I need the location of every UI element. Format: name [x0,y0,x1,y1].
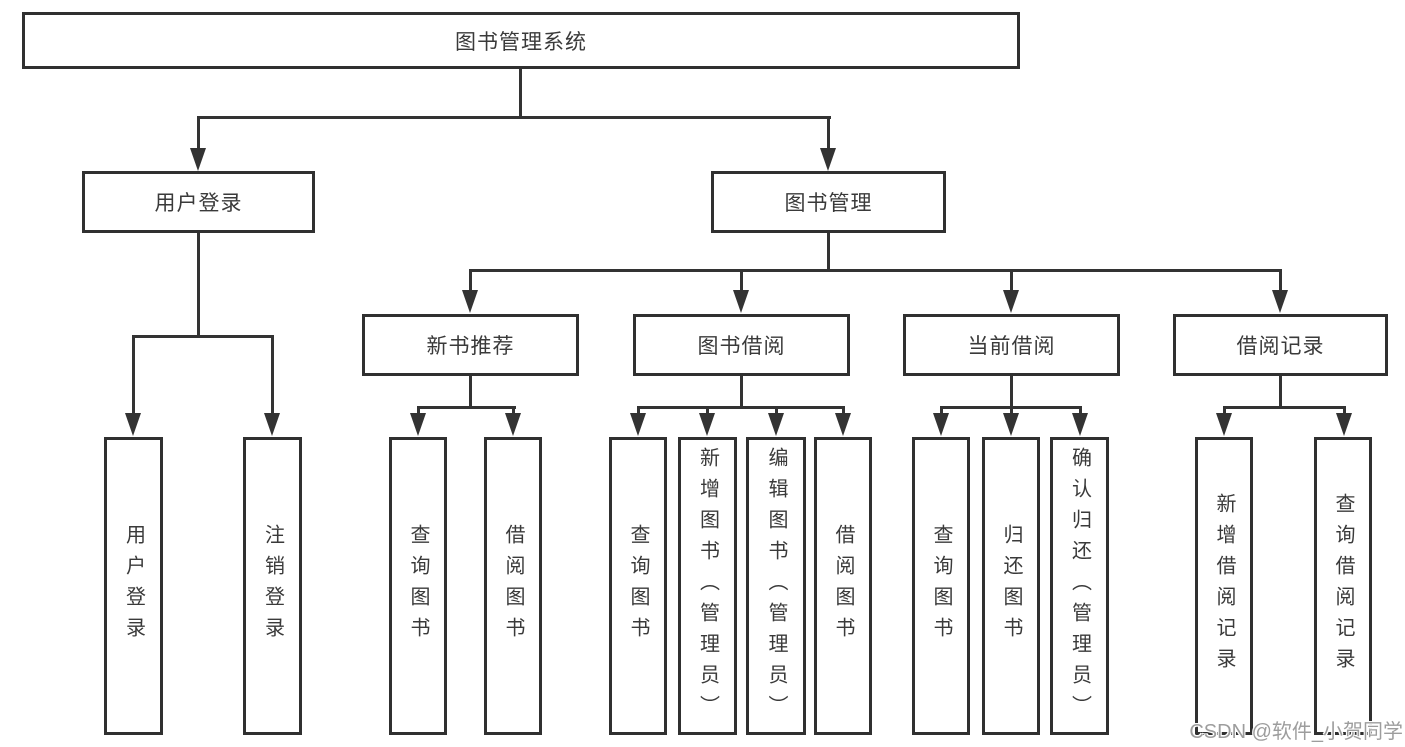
arrowhead-down-icon [1216,413,1232,436]
leaf-add-borrow-record: 新增借阅记录 [1195,437,1253,735]
connector-arrow-shaft [469,269,472,292]
connector-rail [417,406,516,409]
leaf-query-borrow-record: 查询借阅记录 [1314,437,1372,735]
connector-arrow-shaft [1010,406,1013,415]
connector-arrow-shaft [512,406,515,415]
node-label: 查询图书 [407,524,429,648]
connector-stem [827,232,830,272]
arrowhead-down-icon [768,413,784,436]
connector-rail [469,269,1282,272]
node-book-borrowing: 图书借阅 [633,314,850,376]
arrowhead-down-icon [630,413,646,436]
leaf-borrow-books-1: 借阅图书 [484,437,542,735]
connector-arrow-shaft [1223,406,1226,415]
node-book-management-branch: 图书管理 [711,171,946,233]
connector-arrow-shaft [271,335,274,415]
node-new-book-recommendation: 新书推荐 [362,314,579,376]
node-user-login-branch: 用户登录 [82,171,315,233]
node-label: 查询图书 [627,524,649,648]
arrowhead-down-icon [1336,413,1352,436]
node-current-borrowing: 当前借阅 [903,314,1120,376]
arrowhead-down-icon [125,413,141,436]
connector-arrow-shaft [197,116,200,150]
node-label: 图书借阅 [697,335,786,358]
connector-arrow-shaft [132,335,135,415]
connector-arrow-shaft [1010,269,1013,292]
connector-stem [1279,375,1282,409]
node-label: 新增图书（管理员） [696,446,719,726]
arrowhead-down-icon [1003,413,1019,436]
node-label: 注销登录 [261,524,284,648]
node-label: 归还图书 [1000,524,1022,648]
leaf-query-books-2: 查询图书 [609,437,667,735]
leaf-query-books-3: 查询图书 [912,437,970,735]
node-label: 借阅图书 [832,524,854,648]
connector-stem [469,375,472,409]
node-label: 图书管理 [784,192,873,215]
node-label: 查询图书 [930,524,952,648]
connector-arrow-shaft [775,406,778,415]
connector-arrow-shaft [827,116,830,150]
leaf-query-books-1: 查询图书 [389,437,447,735]
node-label: 借阅图书 [502,524,524,648]
node-label: 当前借阅 [967,335,1056,358]
arrowhead-down-icon [1003,290,1019,313]
connector-arrow-shaft [1079,406,1082,415]
leaf-add-books-admin: 新增图书（管理员） [678,437,737,735]
leaf-logout: 注销登录 [243,437,302,735]
connector-stem [519,68,522,119]
connector-rail [637,406,845,409]
node-library-management-system: 图书管理系统 [22,12,1020,69]
connector-arrow-shaft [417,406,420,415]
node-label: 用户登录 [154,192,243,215]
connector-arrow-shaft [1343,406,1346,415]
connector-rail [1223,406,1345,409]
arrowhead-down-icon [1072,413,1088,436]
arrowhead-down-icon [933,413,949,436]
connector-arrow-shaft [1279,269,1282,292]
connector-arrow-shaft [842,406,845,415]
arrowhead-down-icon [462,290,478,313]
leaf-user-login: 用户登录 [104,437,163,735]
arrowhead-down-icon [505,413,521,436]
node-label: 编辑图书（管理员） [765,446,787,726]
leaf-return-books: 归还图书 [982,437,1040,735]
connector-rail [197,116,831,119]
node-label: 用户登录 [122,524,145,648]
node-label: 确认归还（管理员） [1068,446,1091,726]
leaf-borrow-books-2: 借阅图书 [814,437,872,735]
connector-arrow-shaft [940,406,943,415]
leaf-confirm-return-admin: 确认归还（管理员） [1050,437,1109,735]
arrowhead-down-icon [1272,290,1288,313]
connector-stem [197,232,200,338]
csdn-watermark: CSDN @软件_小贺同学 [1189,721,1403,743]
node-label: 新增借阅记录 [1213,493,1235,679]
connector-rail [132,335,274,338]
connector-arrow-shaft [637,406,640,415]
arrowhead-down-icon [835,413,851,436]
connector-arrow-shaft [740,269,743,292]
connector-stem [740,375,743,409]
node-label: 新书推荐 [426,335,515,358]
leaf-edit-books-admin: 编辑图书（管理员） [746,437,806,735]
connector-arrow-shaft [706,406,709,415]
arrowhead-down-icon [699,413,715,436]
node-label: 查询借阅记录 [1332,493,1354,679]
node-borrowing-records: 借阅记录 [1173,314,1388,376]
connector-stem [1010,375,1013,409]
arrowhead-down-icon [264,413,280,436]
arrowhead-down-icon [190,148,206,171]
arrowhead-down-icon [410,413,426,436]
arrowhead-down-icon [733,290,749,313]
arrowhead-down-icon [820,148,836,171]
node-label: 借阅记录 [1236,335,1325,358]
node-label: 图书管理系统 [455,30,587,54]
